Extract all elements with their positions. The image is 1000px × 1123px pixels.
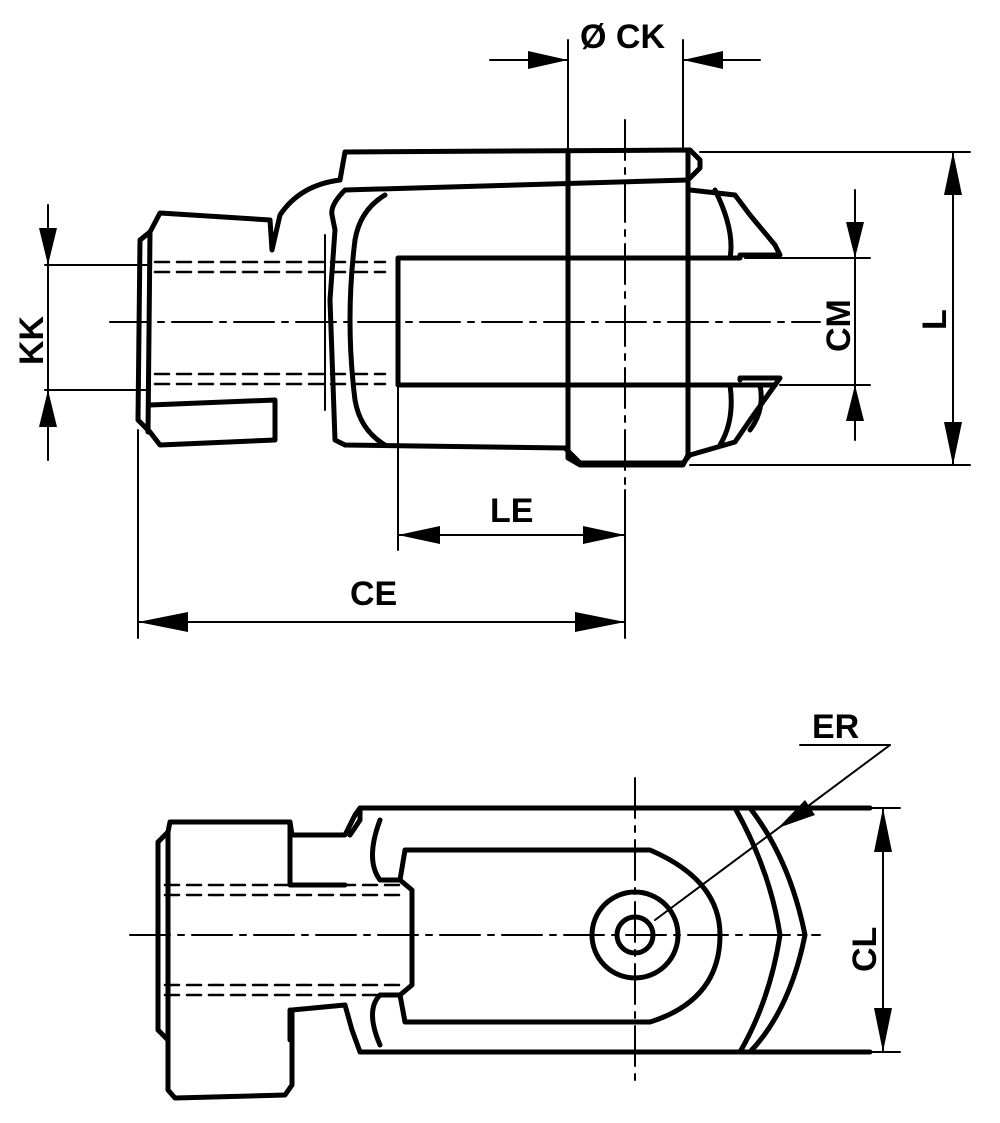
dim-le: LE <box>397 384 626 551</box>
top-fork-curve <box>347 237 388 448</box>
dim-l: L <box>689 151 971 466</box>
label-cl: CL <box>846 927 884 972</box>
dim-ck: Ø CK <box>489 18 761 151</box>
top-nose-face <box>145 229 153 435</box>
bottom-fork-slot <box>370 817 723 1048</box>
bottom-neck <box>397 877 415 998</box>
bottom-view: ER CL <box>129 708 901 1101</box>
label-er: ER <box>812 708 859 746</box>
bottom-right-lug <box>732 805 808 1055</box>
label-ce: CE <box>350 575 397 613</box>
label-le: LE <box>490 492 533 530</box>
dim-ce: CE <box>137 429 626 639</box>
top-pin <box>565 147 691 468</box>
label-cm: CM <box>820 299 858 352</box>
top-nose <box>135 229 278 448</box>
label-l: L <box>916 309 954 330</box>
top-view: Ø CK KK CM L <box>13 18 971 639</box>
dim-cm: CM <box>744 189 871 441</box>
dim-er: ER <box>654 708 891 921</box>
dim-kk: KK <box>13 204 151 461</box>
label-ck: Ø CK <box>580 18 665 56</box>
top-right-lug <box>712 187 764 448</box>
bottom-body-outline <box>155 805 873 1101</box>
dim-cl: CL <box>846 807 901 1053</box>
top-fork-curve-upper <box>352 192 388 243</box>
label-kk: KK <box>13 315 51 365</box>
